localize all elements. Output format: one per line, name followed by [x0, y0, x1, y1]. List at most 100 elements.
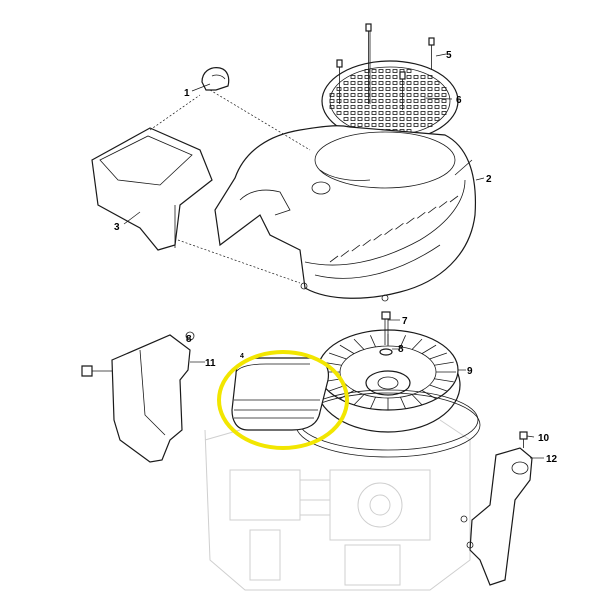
vent-slot: [438, 201, 448, 208]
callout-label-11: 11: [205, 358, 216, 369]
flywheel-fin: [421, 344, 437, 354]
grille-hole: [336, 105, 342, 109]
blower-housing-part-2: [214, 125, 477, 302]
grille-hole: [427, 123, 433, 127]
grille-hole: [378, 111, 384, 115]
callout-label-7: 7: [402, 316, 408, 327]
vent-slot: [351, 244, 361, 252]
grille-hole: [441, 99, 447, 103]
grille-hole: [378, 87, 384, 91]
grille-hole: [427, 81, 433, 85]
grille-hole: [385, 69, 391, 73]
grille-hole: [357, 87, 363, 91]
grille-hole: [413, 87, 419, 91]
callout-label-4: 4: [240, 353, 244, 360]
grille-hole: [343, 111, 349, 115]
grille-hole: [350, 93, 356, 97]
grille-hole: [364, 69, 370, 73]
grille-hole: [371, 81, 377, 85]
grille-hole: [343, 117, 349, 121]
vent-slot: [395, 222, 404, 230]
grille-hole: [392, 81, 398, 85]
grille-hole: [329, 105, 335, 109]
callout-label-1: 1: [184, 88, 190, 99]
grille-hole: [357, 93, 363, 97]
grille-hole: [371, 105, 377, 109]
grille-hole: [392, 69, 398, 73]
grille-hole: [420, 81, 426, 85]
vent-slot: [427, 206, 437, 214]
callout-label-8-upper: 8: [398, 344, 404, 355]
grille-hole: [371, 117, 377, 121]
grille-hole: [434, 105, 440, 109]
grille-hole: [427, 87, 433, 91]
grille-hole: [329, 93, 335, 97]
grille-hole: [427, 117, 433, 121]
grille-hole: [378, 93, 384, 97]
grille-hole: [343, 93, 349, 97]
grille-hole: [343, 87, 349, 91]
flywheel-fin: [400, 335, 406, 348]
grille-hole: [413, 99, 419, 103]
grille-hole: [357, 81, 363, 85]
reference-line: [149, 89, 311, 284]
grille-hole: [420, 105, 426, 109]
grille-hole: [406, 87, 412, 91]
grille-hole: [399, 81, 405, 85]
grille-hole: [392, 105, 398, 109]
grille-hole: [350, 75, 356, 79]
flywheel-fin: [434, 361, 454, 366]
grille-hole: [364, 99, 370, 103]
grille-hole: [385, 81, 391, 85]
grille-hole: [413, 75, 419, 79]
grille-hole: [427, 99, 433, 103]
grille-hole: [406, 81, 412, 85]
grille-hole: [350, 123, 356, 127]
grille-hole: [420, 117, 426, 121]
callout-label-9: 9: [467, 366, 473, 377]
grille-hole: [420, 99, 426, 103]
grille-hole: [413, 111, 419, 115]
vent-slot: [384, 228, 393, 236]
callout-label-10: 10: [538, 433, 550, 444]
grille-hole: [364, 105, 370, 109]
grille-hole: [420, 75, 426, 79]
grille-hole: [399, 93, 405, 97]
grille-hole: [406, 75, 412, 79]
grille-hole: [378, 81, 384, 85]
grille-hole: [364, 117, 370, 121]
flywheel-part-9: [295, 329, 481, 458]
grille-hole: [434, 81, 440, 85]
flywheel-fin: [353, 394, 365, 406]
grille-hole: [371, 99, 377, 103]
grille-hole: [399, 117, 405, 121]
grille-hole: [413, 123, 419, 127]
grille-hole: [350, 81, 356, 85]
grille-hole: [378, 117, 384, 121]
flywheel-fin: [370, 396, 376, 409]
grille-hole: [364, 81, 370, 85]
grille-hole: [378, 123, 384, 127]
flywheel-fin: [429, 384, 448, 392]
flywheel-fin: [353, 338, 365, 350]
grille-hole: [434, 111, 440, 115]
callout-label-8-lower: 8: [186, 334, 192, 345]
washer-part-8: [379, 348, 393, 356]
grille-hole: [371, 111, 377, 115]
callout-label-5: 5: [446, 50, 452, 61]
flywheel-fin: [411, 394, 423, 406]
grille-hole: [441, 87, 447, 91]
grille-hole: [427, 111, 433, 115]
highlight-ring: [217, 350, 349, 450]
grille-hole: [406, 99, 412, 103]
grille-hole: [371, 123, 377, 127]
grille-hole: [371, 87, 377, 91]
grille-hole: [350, 117, 356, 121]
deflector-part-1: [201, 67, 230, 91]
grille-hole: [364, 111, 370, 115]
grille-hole: [392, 123, 398, 127]
vent-slot: [406, 217, 415, 225]
grille-hole: [364, 123, 370, 127]
air-filter-part-4: [231, 357, 330, 431]
grille-hole: [385, 117, 391, 121]
